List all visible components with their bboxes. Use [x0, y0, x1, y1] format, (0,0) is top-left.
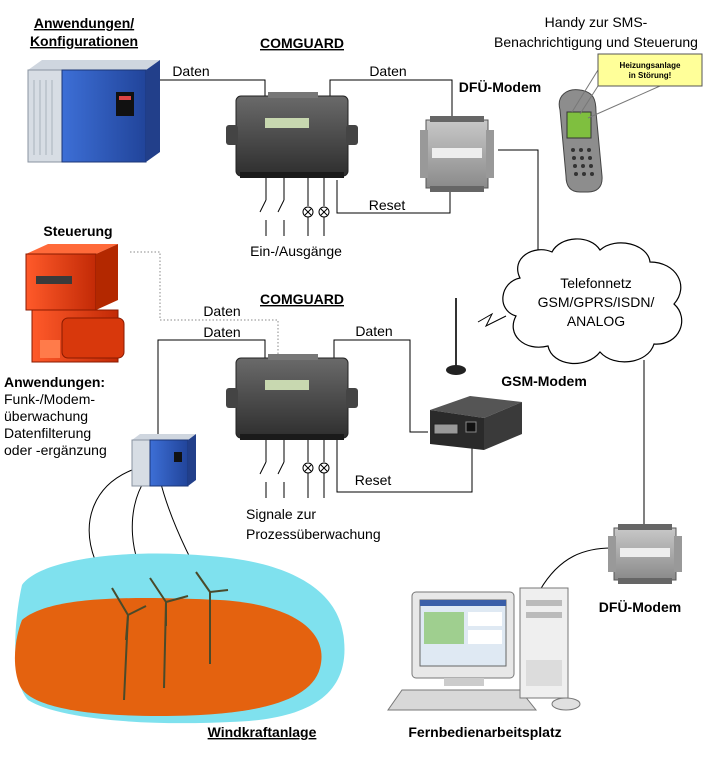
line-cabinet-to-comguard-top — [148, 79, 266, 96]
text-line: Datenfilterung — [4, 425, 91, 441]
text-line: Benachrichtigung und Steuerung — [494, 34, 698, 50]
io-symbols-bottom — [259, 440, 330, 498]
label-daten-3: Daten — [203, 303, 240, 319]
label-windkraftanlage: Windkraftanlage — [208, 724, 317, 740]
label-reset-bottom: Reset — [355, 472, 392, 488]
wind-ground — [14, 598, 322, 716]
text-line: Handy zur SMS- — [545, 14, 648, 30]
text-line: ANALOG — [567, 313, 625, 329]
label-steuerung: Steuerung — [43, 223, 112, 239]
label-daten-5: Daten — [355, 323, 392, 339]
text-line: überwachung — [4, 408, 88, 424]
label-comguard-bottom: COMGUARD — [260, 291, 344, 307]
label-daten-4: Daten — [203, 324, 240, 340]
label-fernbedienarbeitsplatz: Fernbedienarbeitsplatz — [408, 724, 561, 740]
io-symbols-top — [259, 178, 330, 236]
comguard-device-bottom — [226, 354, 358, 440]
wind-farm — [14, 553, 345, 724]
label-ein-ausgaenge: Ein-/Ausgänge — [250, 243, 342, 259]
sms-callout-lines — [571, 69, 661, 119]
line-reset-top — [336, 180, 451, 214]
gsm-modem-device — [430, 298, 522, 450]
mobile-phone — [558, 89, 603, 193]
telephone-network-cloud — [502, 238, 683, 365]
label-dfu-modem-bottom: DFÜ-Modem — [599, 599, 681, 615]
server-cabinet-small — [131, 434, 196, 487]
text-line: Heizungsanlage — [620, 61, 681, 70]
label-anwendungen-title: Anwendungen: — [4, 374, 105, 390]
line-cabinet-to-comguard-bottom — [157, 339, 266, 438]
label-daten-2: Daten — [369, 63, 406, 79]
text-line: GSM/GPRS/ISDN/ — [538, 294, 655, 310]
text-line: Funk-/Modem- — [4, 391, 95, 407]
label-dfu-modem-top: DFÜ-Modem — [459, 79, 541, 95]
label-daten-1: Daten — [172, 63, 209, 79]
pc-workstation — [387, 587, 581, 711]
text-line: Telefonnetz — [560, 275, 632, 291]
comguard-device-top — [226, 92, 358, 178]
radio-link-zigzag — [477, 312, 507, 328]
line-comguard-to-dfu-top — [329, 79, 453, 120]
label-comguard-top: COMGUARD — [260, 35, 344, 51]
text-labels: Anwendungen/Konfigurationen COMGUARD DFÜ… — [4, 14, 698, 740]
sms-message-bubble — [597, 53, 703, 87]
text-line: Prozessüberwachung — [246, 526, 381, 542]
heating-boiler — [25, 244, 125, 363]
text-line: Signale zur — [246, 506, 316, 522]
line-comguard-to-gsm — [333, 339, 428, 433]
text-line: Konfigurationen — [30, 33, 138, 49]
wind-turbines — [111, 571, 229, 701]
label-applications-config: Anwendungen/Konfigurationen — [30, 15, 138, 49]
label-handy: Handy zur SMS- Benachrichtigung und Steue… — [494, 14, 698, 50]
dfu-modem-device-top — [420, 116, 494, 192]
dfu-modem-device-bottom — [608, 524, 682, 584]
dotted-line-steuerung — [130, 251, 279, 358]
line-dfu-top-to-cloud — [498, 149, 539, 262]
server-cabinet-top — [27, 60, 160, 163]
text-line: oder -ergänzung — [4, 442, 107, 458]
text-line: in Störung! — [629, 71, 672, 80]
label-reset-top: Reset — [369, 197, 406, 213]
line-reset-bottom — [336, 440, 473, 493]
text-line: Anwendungen/ — [34, 15, 134, 31]
label-gsm-modem: GSM-Modem — [501, 373, 587, 389]
line-dfu-to-pc — [539, 547, 613, 591]
